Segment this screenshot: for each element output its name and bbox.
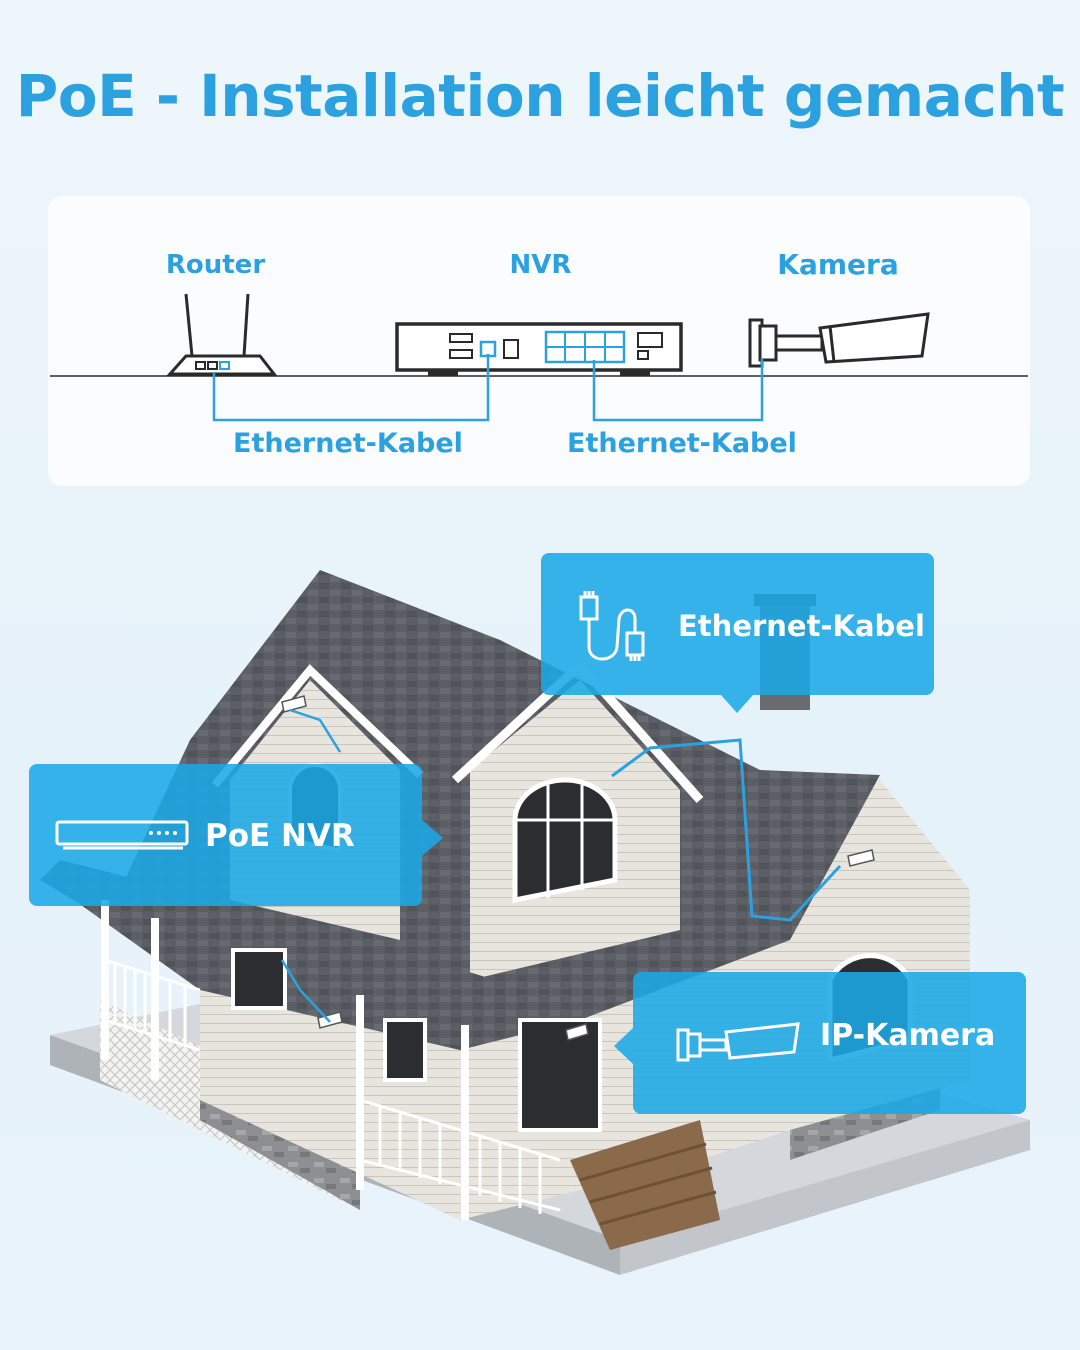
callout-nvr-label: PoE NVR (205, 818, 355, 854)
nvr-icon (55, 820, 189, 850)
callout-poe-nvr: PoE NVR (29, 764, 449, 906)
cable-label-1: Ethernet-Kabel (233, 428, 463, 459)
callout-ethernet-label: Ethernet-Kabel (678, 609, 925, 643)
connection-diagram: Router NVR Kamera Ethernet-Kabel Etherne… (48, 196, 1030, 486)
bullet-camera-icon (676, 1022, 800, 1062)
device-label-nvr: NVR (509, 250, 572, 280)
nvr-icon (395, 322, 683, 376)
callout-ethernet-cable: Ethernet-Kabel (541, 553, 934, 713)
cable-nvr-camera (592, 358, 764, 422)
router-icon (166, 293, 278, 376)
callout-camera-label: IP-Kamera (820, 1018, 996, 1053)
callout-shape (29, 764, 443, 906)
house-cable (611, 738, 842, 922)
bullet-camera-icon (748, 312, 930, 368)
diagram-lines (50, 293, 1028, 422)
callout-shape (614, 972, 1026, 1114)
device-label-router: Router (165, 250, 266, 280)
cable-label-2: Ethernet-Kabel (567, 428, 797, 459)
ethernet-cable-icon (579, 591, 645, 661)
cable-router-nvr (212, 354, 490, 422)
page-title: PoE - Installation leicht gemacht (15, 62, 1065, 130)
callout-ip-camera: IP-Kamera (612, 972, 1026, 1114)
device-label-camera: Kamera (777, 248, 899, 281)
